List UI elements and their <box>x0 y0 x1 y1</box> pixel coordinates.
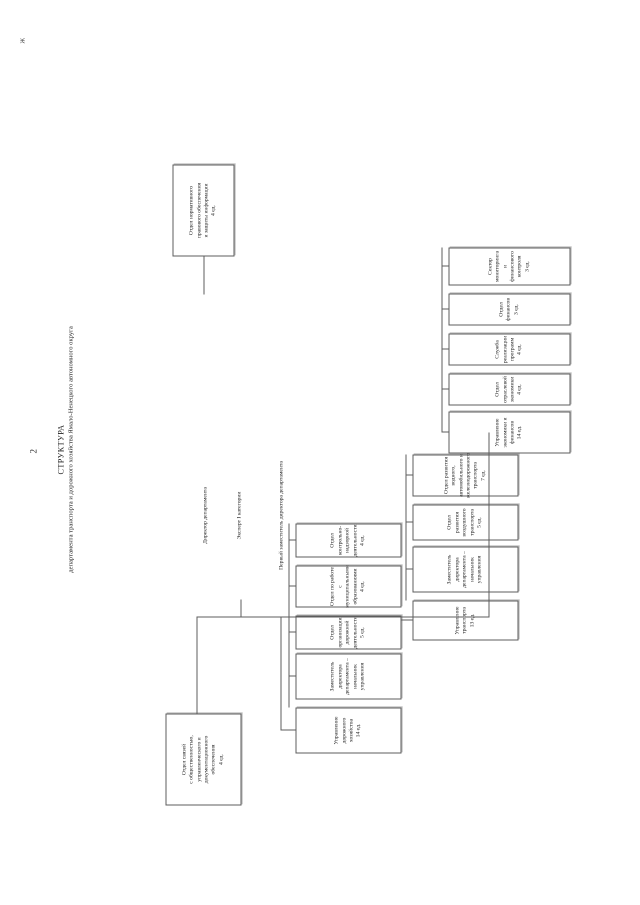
node-transport-deputy: Заместитель директора департамента – нач… <box>412 546 518 592</box>
page-number: 2 <box>28 448 38 454</box>
corner-mark: ж <box>17 37 26 43</box>
node-finance-programs: Служба реализации программ 4 ед. <box>448 333 570 365</box>
connector-transport-bus <box>405 454 406 600</box>
node-road-control: Отдел контрольно-надзорной деятельности … <box>295 523 401 557</box>
connector-road-deputy-stub <box>288 675 295 676</box>
connector-to-finance-directorate <box>488 432 489 617</box>
connector-road-bus <box>288 523 289 707</box>
connector-finance-finance-stub <box>441 308 448 309</box>
node-finance-finance: Отдел финансов 3 ед. <box>448 293 570 325</box>
connector-finance-branch-stub <box>441 388 448 389</box>
connector-expert-stub <box>240 599 241 617</box>
connector-director-to-pr <box>196 617 197 713</box>
node-pr-department: Отдел связей с общественностью, управлен… <box>165 713 241 805</box>
node-road-municipalities: Отдел по работе с муниципальными образов… <box>295 565 401 607</box>
node-transport-directorate: Управление транспорта 13 ед. <box>412 600 518 640</box>
node-legal-department: Отдел нормативного правового обеспечения… <box>172 164 234 256</box>
node-finance-directorate: Управление экономики и финансов 14 ед. <box>448 411 570 453</box>
connector-transport-air-stub <box>405 521 412 522</box>
node-director: Директор департамента <box>202 486 208 544</box>
node-finance-monitoring: Сектор мониторинга и финансового контрол… <box>448 247 570 285</box>
node-first-deputy: Первый заместитель директора департамент… <box>278 460 284 570</box>
connector-finance-monitor-stub <box>441 265 448 266</box>
connector-to-road-directorate <box>280 617 281 730</box>
connector-transport-other-stub <box>405 474 412 475</box>
connector-transport-directorate-stub <box>400 619 412 620</box>
connector-spine-main <box>196 616 280 617</box>
node-road-directorate: Управление дорожного хозяйства 14 ед. <box>295 707 401 753</box>
page-subtitle: департамента транспорта и дорожного хозя… <box>67 325 74 573</box>
connector-road-directorate-stub <box>280 729 295 730</box>
connector-road-munic-stub <box>288 585 295 586</box>
node-transport-other: Отдел развития водного, автомобильного и… <box>412 452 518 498</box>
connector-finance-bus <box>441 247 442 432</box>
node-road-organization: Отдел организации дорожной деятельности … <box>295 615 401 649</box>
connector-legal-link <box>203 256 204 294</box>
node-transport-air: Отдел развития воздушного транспорта 5 е… <box>412 504 518 540</box>
connector-finance-programs-stub <box>441 348 448 349</box>
node-finance-branch-economy: Отдел отраслевой экономики 4 ед. <box>448 373 570 405</box>
node-expert: Эксперт I категории <box>232 431 248 599</box>
connector-road-control-stub <box>288 539 295 540</box>
connector-transport-deputy-stub <box>405 568 412 569</box>
connector-road-org-stub <box>288 631 295 632</box>
node-road-deputy: Заместитель директора департамента – нач… <box>295 653 401 699</box>
connector-finance-dir-stub <box>441 431 448 432</box>
connector-deputy-drop <box>280 616 488 617</box>
chart-title-block: СТРУКТУРА департамента транспорта и доро… <box>55 189 76 709</box>
page-title: СТРУКТУРА <box>56 424 65 474</box>
